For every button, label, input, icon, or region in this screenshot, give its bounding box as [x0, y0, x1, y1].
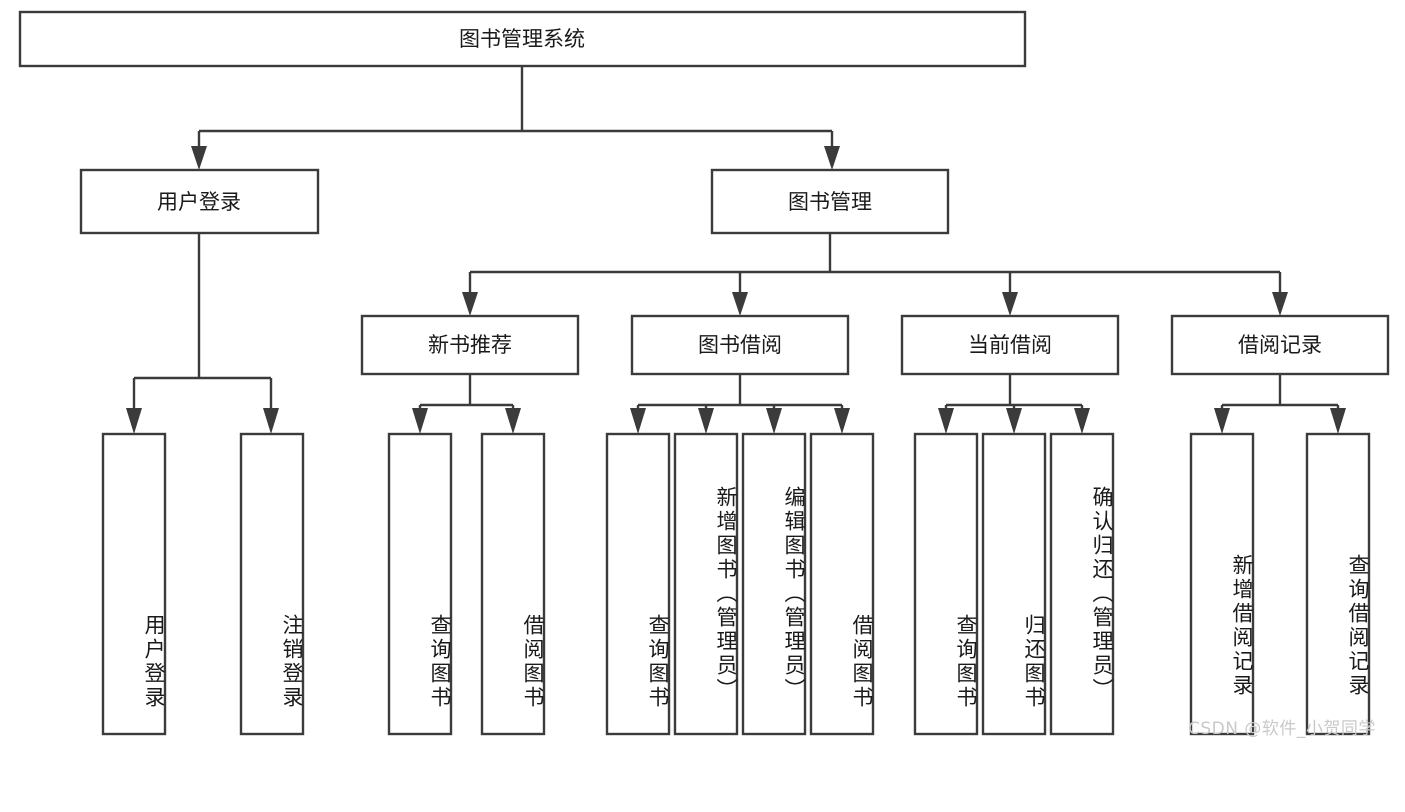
node-user-login[interactable]: 用户登录: [79, 168, 320, 235]
node-root-box: [18, 10, 1027, 68]
node-new-book-recommend-box: [360, 314, 580, 376]
functional-structure-diagram: 图书管理系统 用户登录 图书管理 新书推荐: [18, 10, 1390, 736]
arrow-head-leaf-add-book: [698, 408, 714, 434]
connector-group-new-book-recommend-leaves: [412, 374, 521, 434]
arrow-head-leaf-confirm-return: [1074, 408, 1090, 434]
leaf-box-group: [101, 432, 1371, 736]
arrow-head-leaf-query-book-1: [412, 408, 428, 434]
arrow-head-leaf-edit-book: [766, 408, 782, 434]
arrow-head-leaf-query-book-3: [938, 408, 954, 434]
leaf-add-record-box[interactable]: [1189, 432, 1255, 736]
connector-group-current-borrow-leaves: [938, 374, 1090, 434]
arrow-head-leaf-query-book-2: [630, 408, 646, 434]
leaf-borrow-book-2-box[interactable]: [809, 432, 875, 736]
node-book-manage[interactable]: 图书管理: [710, 168, 950, 235]
connector-group-book-manage: [462, 233, 1288, 316]
node-user-login-label: 用户登录: [157, 190, 241, 214]
leaf-query-book-2-box[interactable]: [605, 432, 671, 736]
node-current-borrow-box: [900, 314, 1120, 376]
arrow-head-leaf-query-record: [1330, 408, 1346, 434]
arrow-head-book-manage: [824, 146, 840, 170]
node-new-book-recommend[interactable]: 新书推荐: [360, 314, 580, 376]
node-borrow-record-label: 借阅记录: [1238, 333, 1322, 357]
arrow-head-user-login: [191, 146, 207, 170]
leaf-user-login-box[interactable]: [101, 432, 167, 736]
node-book-borrow[interactable]: 图书借阅: [630, 314, 850, 376]
arrow-head-leaf-return-book: [1006, 408, 1022, 434]
arrow-head-leaf-user-login: [126, 408, 142, 434]
leaf-query-book-3-box[interactable]: [913, 432, 979, 736]
node-current-borrow[interactable]: 当前借阅: [900, 314, 1120, 376]
arrow-head-book-borrow: [732, 292, 748, 316]
leaf-query-book-1-box[interactable]: [387, 432, 453, 736]
node-book-borrow-label: 图书借阅: [698, 333, 782, 357]
node-book-borrow-box: [630, 314, 850, 376]
leaf-edit-book-box[interactable]: [741, 432, 807, 736]
leaf-return-book-box[interactable]: [981, 432, 1047, 736]
node-new-book-recommend-label: 新书推荐: [428, 333, 512, 357]
arrow-head-borrow-record: [1272, 292, 1288, 316]
node-root[interactable]: 图书管理系统: [18, 10, 1027, 68]
node-current-borrow-label: 当前借阅: [968, 333, 1052, 357]
leaf-borrow-book-1-box[interactable]: [480, 432, 546, 736]
node-borrow-record[interactable]: 借阅记录: [1170, 314, 1390, 376]
leaf-user-logout-box[interactable]: [239, 432, 305, 736]
csdn-watermark: CSDN @软件_小贺同学: [1188, 719, 1376, 739]
arrow-head-new-book-recommend: [462, 292, 478, 316]
connector-group-book-borrow-leaves: [630, 374, 850, 434]
arrow-head-current-borrow: [1002, 292, 1018, 316]
leaf-query-record-box[interactable]: [1305, 432, 1371, 736]
arrow-head-leaf-add-record: [1214, 408, 1230, 434]
node-book-manage-label: 图书管理: [788, 190, 872, 214]
connector-group-borrow-record-leaves: [1214, 374, 1346, 434]
connector-group-user-login-leaves: [126, 233, 279, 434]
leaf-add-book-box[interactable]: [673, 432, 739, 736]
arrow-head-leaf-user-logout: [263, 408, 279, 434]
arrow-head-leaf-borrow-book-2: [834, 408, 850, 434]
node-borrow-record-box: [1170, 314, 1390, 376]
node-root-label: 图书管理系统: [459, 27, 585, 51]
connector-group-root: [191, 66, 840, 170]
node-book-manage-box: [710, 168, 950, 235]
arrow-head-leaf-borrow-book-1: [505, 408, 521, 434]
leaf-confirm-return-box[interactable]: [1049, 432, 1115, 736]
diagram-canvas-container: 图书管理系统 用户登录 图书管理 新书推荐: [18, 10, 1390, 739]
